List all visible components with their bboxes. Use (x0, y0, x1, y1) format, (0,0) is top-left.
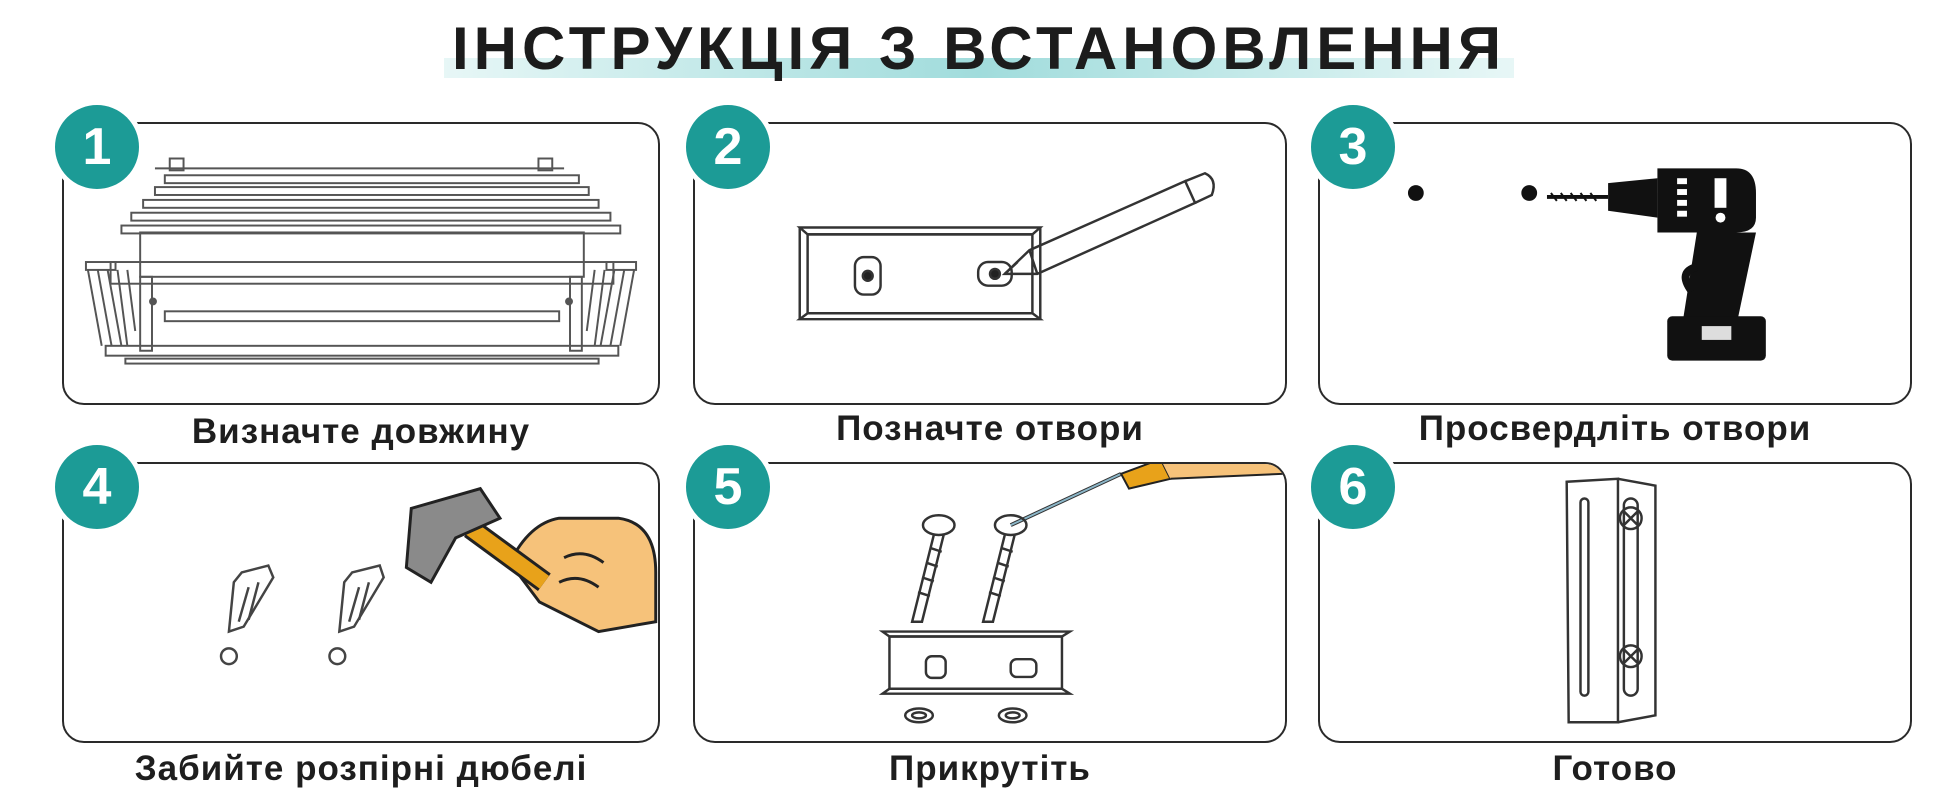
step-caption-5: Прикрутіть (889, 749, 1091, 788)
marking-pencil-icon (796, 171, 1215, 321)
step-card-3 (1318, 122, 1912, 405)
header: ІНСТРУКЦІЯ З ВСТАНОВЛЕННЯ (0, 12, 1958, 86)
step-badge-3: 3 (1306, 100, 1400, 194)
step-badge-1: 1 (50, 100, 144, 194)
step-card-5 (693, 462, 1287, 743)
screwdriver-icon (878, 464, 1284, 724)
step-caption-2: Позначте отвори (836, 409, 1144, 448)
drill-icon (1407, 168, 1766, 361)
page-title: ІНСТРУКЦІЯ З ВСТАНОВЛЕННЯ (443, 12, 1515, 86)
step-caption-1: Визначте довжину (191, 412, 531, 451)
hammer-icon (219, 486, 658, 666)
page-title-text: ІНСТРУКЦІЯ З ВСТАНОВЛЕННЯ (451, 15, 1507, 82)
step-card-1 (62, 122, 660, 405)
step-caption-3: Просвердліть отвори (1418, 409, 1812, 448)
step-card-4 (62, 462, 660, 743)
step-badge-2: 2 (681, 100, 775, 194)
step-card-6 (1318, 462, 1912, 743)
step-card-2 (693, 122, 1287, 405)
step-caption-6: Готово (1552, 749, 1678, 788)
step-badge-5: 5 (681, 440, 775, 534)
step-badge-6: 6 (1306, 440, 1400, 534)
step-caption-4: Забийте розпірні дюбелі (134, 749, 588, 788)
step-badge-4: 4 (50, 440, 144, 534)
mounted-bracket-icon (1565, 477, 1657, 724)
drying-rack-icon (84, 157, 638, 365)
